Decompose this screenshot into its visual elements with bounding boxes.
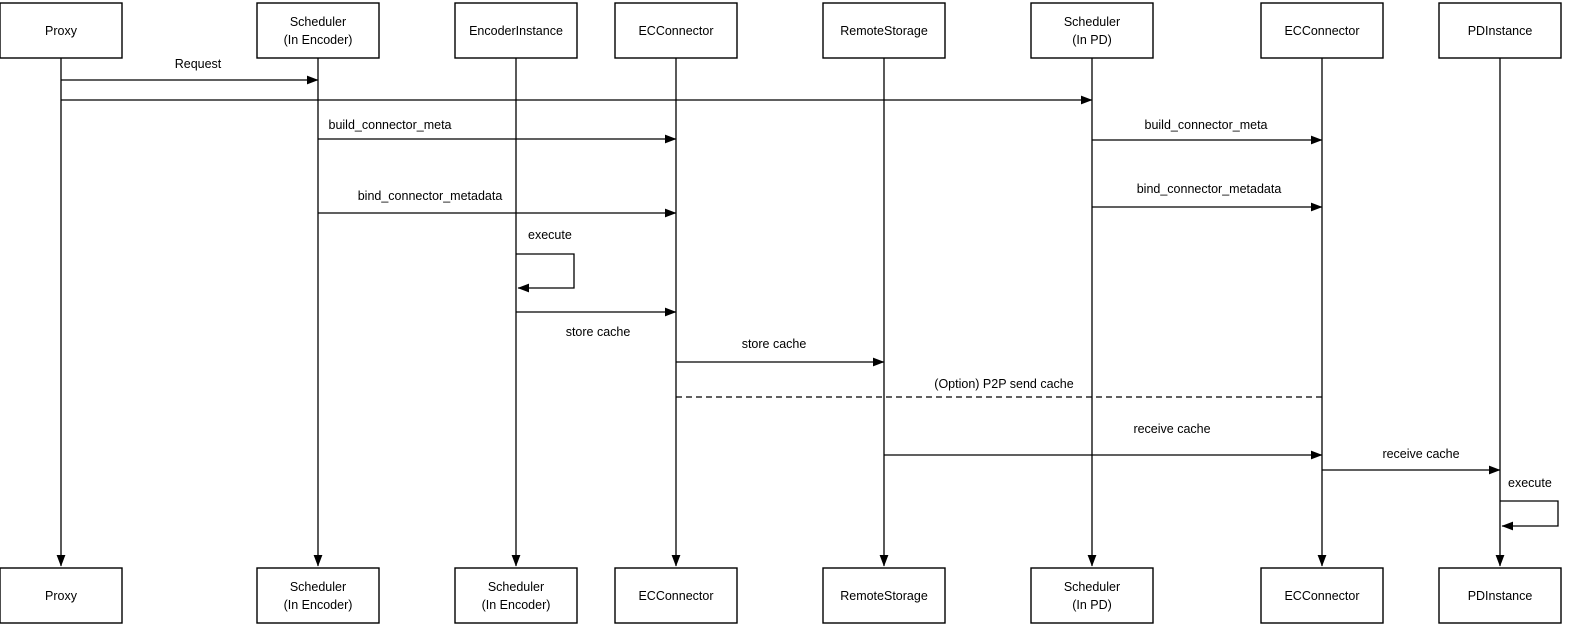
participant-header-sched_pd[interactable]: Scheduler (In PD) — [1030, 2, 1154, 59]
lifelines-layer — [56, 58, 1505, 567]
box-outline — [1438, 567, 1562, 624]
message-label: Request — [175, 57, 222, 71]
box-outline — [256, 2, 380, 59]
message-label: receive cache — [1382, 447, 1459, 461]
participant-footer-sched_pd[interactable]: Scheduler (In PD) — [1030, 567, 1154, 624]
participant-label-line2: (In PD) — [1072, 598, 1112, 612]
participant-label-line1: Scheduler — [290, 580, 346, 594]
box-outline — [1438, 2, 1562, 59]
box-outline — [614, 2, 738, 59]
message-m10[interactable]: receive cache — [884, 422, 1323, 460]
self-call-loop — [1500, 500, 1559, 531]
participant-header-enc_inst[interactable]: EncoderInstance — [454, 2, 578, 59]
participant-label-line1: Scheduler — [290, 15, 346, 29]
participant-header-ecconn_b[interactable]: ECConnector — [1260, 2, 1384, 59]
message-label: build_connector_meta — [329, 118, 452, 132]
box-outline — [256, 567, 380, 624]
participant-label-line1: PDInstance — [1468, 589, 1533, 603]
participant-footer-pd_inst[interactable]: PDInstance — [1438, 567, 1562, 624]
box-outline — [0, 2, 123, 59]
self-call-loop — [516, 253, 575, 293]
box-outline — [1260, 567, 1384, 624]
participant-label-line1: Scheduler — [1064, 15, 1120, 29]
participant-label-line1: Proxy — [45, 589, 78, 603]
participant-label-line1: ECConnector — [638, 24, 713, 38]
participant-label-line2: (In Encoder) — [284, 598, 353, 612]
message-m9[interactable]: (Option) P2P send cache — [676, 377, 1322, 398]
message-label: bind_connector_metadata — [358, 189, 503, 203]
participant-footer-proxy[interactable]: Proxy — [0, 567, 123, 624]
self-message-s2[interactable]: execute — [1500, 476, 1559, 531]
box-outline — [1030, 2, 1154, 59]
participant-label-line1: ECConnector — [638, 589, 713, 603]
participant-footer-remote[interactable]: RemoteStorage — [822, 567, 946, 624]
message-label: (Option) P2P send cache — [934, 377, 1073, 391]
self-messages-layer: execute execute — [516, 228, 1559, 531]
participant-label-line1: RemoteStorage — [840, 24, 928, 38]
participant-header-ecconn_a[interactable]: ECConnector — [614, 2, 738, 59]
participant-label-line1: Scheduler — [1064, 580, 1120, 594]
message-m7[interactable]: store cache — [516, 307, 677, 339]
message-m8[interactable]: store cache — [676, 337, 885, 367]
box-outline — [454, 2, 578, 59]
participant-label-line1: EncoderInstance — [469, 24, 563, 38]
participant-footer-ecconn_b[interactable]: ECConnector — [1260, 567, 1384, 624]
participant-footer-enc_inst[interactable]: Scheduler (In Encoder) — [454, 567, 578, 624]
self-message-label: execute — [1508, 476, 1552, 490]
box-outline — [822, 2, 946, 59]
self-message-s1[interactable]: execute — [516, 228, 575, 293]
participant-header-proxy[interactable]: Proxy — [0, 2, 123, 59]
box-outline — [0, 567, 123, 624]
box-outline — [1030, 567, 1154, 624]
message-label: receive cache — [1133, 422, 1210, 436]
participant-label-line1: Proxy — [45, 24, 78, 38]
messages-layer: Request build_connector_meta build_connect… — [61, 57, 1501, 475]
box-outline — [454, 567, 578, 624]
participant-header-sched_enc[interactable]: Scheduler (In Encoder) — [256, 2, 380, 59]
self-message-label: execute — [528, 228, 572, 242]
participant-footer-sched_enc[interactable]: Scheduler (In Encoder) — [256, 567, 380, 624]
message-label: store cache — [742, 337, 807, 351]
box-outline — [1260, 2, 1384, 59]
participant-label-line1: PDInstance — [1468, 24, 1533, 38]
participant-footer-ecconn_a[interactable]: ECConnector — [614, 567, 738, 624]
participant-header-remote[interactable]: RemoteStorage — [822, 2, 946, 59]
participant-label-line2: (In PD) — [1072, 33, 1112, 47]
participant-footer-boxes: Proxy Scheduler (In Encoder) Scheduler (In E… — [0, 567, 1562, 624]
message-label: bind_connector_metadata — [1137, 182, 1282, 196]
participant-header-pd_inst[interactable]: PDInstance — [1438, 2, 1562, 59]
message-m6[interactable]: bind_connector_metadata — [1092, 182, 1323, 212]
box-outline — [822, 567, 946, 624]
message-m3[interactable]: build_connector_meta — [318, 118, 677, 144]
message-m1[interactable]: Request — [61, 57, 319, 85]
participant-label-line1: Scheduler — [488, 580, 544, 594]
participant-label-line2: (In Encoder) — [284, 33, 353, 47]
message-m5[interactable]: bind_connector_metadata — [318, 189, 677, 218]
message-label: store cache — [566, 325, 631, 339]
message-m11[interactable]: receive cache — [1322, 447, 1501, 475]
message-label: build_connector_meta — [1145, 118, 1268, 132]
participant-label-line1: ECConnector — [1284, 589, 1359, 603]
message-m4[interactable]: build_connector_meta — [1092, 118, 1323, 145]
participant-label-line1: ECConnector — [1284, 24, 1359, 38]
box-outline — [614, 567, 738, 624]
participant-label-line2: (In Encoder) — [482, 598, 551, 612]
participant-header-boxes: Proxy Scheduler (In Encoder) EncoderInstanc… — [0, 2, 1562, 59]
participant-label-line1: RemoteStorage — [840, 589, 928, 603]
